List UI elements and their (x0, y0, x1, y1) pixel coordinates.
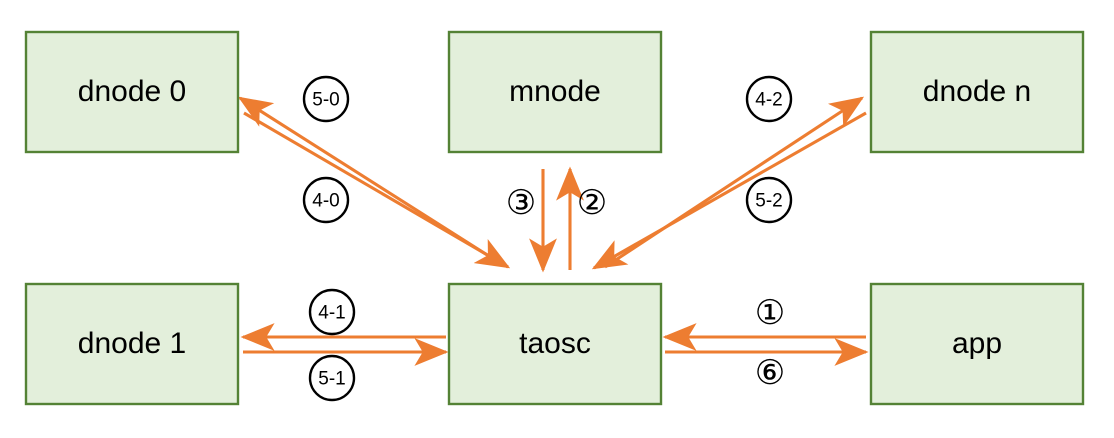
node-label-dnode1: dnode 1 (78, 327, 186, 360)
node-label-taosc: taosc (519, 327, 591, 360)
node-box-dnode0[interactable] (24, 30, 240, 154)
badge-circle (745, 75, 793, 123)
flow-arrow-5-0 (237, 96, 493, 260)
node-app[interactable]: app (869, 282, 1085, 406)
step-badge-4-2: 4-2 (745, 75, 793, 123)
node-box-dnoden[interactable] (869, 30, 1085, 154)
step-badge-5-2: 5-2 (745, 176, 793, 224)
step-badge-1: ① (755, 294, 785, 332)
step-badge-5-1: 5-1 (308, 354, 356, 402)
node-label-mnode: mnode (509, 75, 601, 108)
node-label-dnode0: dnode 0 (78, 75, 186, 108)
badge-layer: 5-0 4-0 ③ ② 4-2 5-2 4-1 5-1 ① ⑥ (302, 75, 793, 402)
node-box-mnode[interactable] (447, 30, 663, 154)
step-badge-6: ⑥ (755, 354, 785, 392)
badge-label: 4-2 (755, 90, 782, 111)
step-badge-3: ③ (506, 184, 536, 222)
node-layer: dnode 0 mnode dnode n dnode 1 taosc app (24, 30, 1085, 406)
arrow-line (237, 96, 493, 260)
node-label-app: app (952, 327, 1002, 360)
badge-label: 5-2 (755, 191, 782, 212)
node-dnode0[interactable]: dnode 0 (24, 30, 240, 154)
node-label-dnoden: dnode n (923, 75, 1031, 108)
step-badge-2: ② (577, 184, 607, 222)
badge-label: 5-0 (312, 90, 339, 111)
arrow-line (243, 111, 511, 269)
badge-circle (308, 288, 356, 336)
node-dnoden[interactable]: dnode n (869, 30, 1085, 154)
node-mnode[interactable]: mnode (447, 30, 663, 154)
flow-arrow-4-0 (243, 111, 511, 269)
step-badge-4-0: 4-0 (302, 176, 350, 224)
step-badge-5-0: 5-0 (302, 75, 350, 123)
badge-circle (308, 354, 356, 402)
badge-label: 4-0 (312, 191, 339, 212)
badge-label: ② (577, 184, 607, 222)
badge-label: ③ (506, 184, 536, 222)
node-dnode1[interactable]: dnode 1 (24, 282, 240, 406)
badge-label: 5-1 (318, 369, 345, 390)
step-badge-4-1: 4-1 (308, 288, 356, 336)
badge-circle (302, 176, 350, 224)
node-box-app[interactable] (869, 282, 1085, 406)
flow-arrow-5-2 (591, 111, 867, 270)
badge-label: ⑥ (755, 354, 785, 392)
node-taosc[interactable]: taosc (447, 282, 663, 406)
node-box-dnode1[interactable] (24, 282, 240, 406)
arrow-line (591, 111, 867, 270)
badge-label: ① (755, 294, 785, 332)
badge-circle (302, 75, 350, 123)
edge-layer (237, 96, 869, 366)
node-box-taosc[interactable] (447, 282, 663, 406)
badge-circle (745, 176, 793, 224)
badge-label: 4-1 (318, 303, 345, 324)
